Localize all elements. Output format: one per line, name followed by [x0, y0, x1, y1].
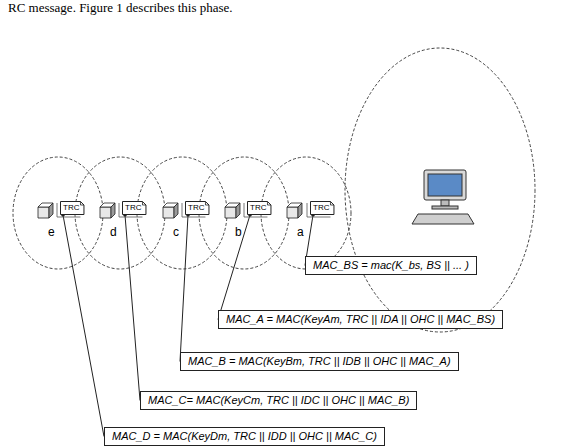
- sensor-cube: [225, 203, 240, 218]
- message-icon: TRC: [185, 201, 209, 215]
- mac-box: MAC_D = MAC(KeyDm, TRC || IDD || OHC || …: [104, 427, 385, 446]
- leader-line: [218, 215, 250, 320]
- node-letter: a: [297, 225, 304, 239]
- node-letter: b: [235, 225, 242, 239]
- message-icon: TRC: [60, 201, 84, 215]
- message-icon: TRC: [122, 201, 146, 215]
- node-text: TRC: [125, 203, 141, 213]
- mac-box: MAC_A = MAC(KeyAm, TRC || IDA || OHC || …: [218, 310, 503, 329]
- node-text: TRC: [313, 203, 329, 213]
- node-letter: e: [48, 225, 55, 239]
- mac-box: MAC_B = MAC(KeyBm, TRC || IDB || OHC || …: [180, 352, 459, 371]
- node-text: TRC: [250, 203, 266, 213]
- message-icon: TRC: [310, 201, 334, 215]
- range-circle: [137, 157, 227, 269]
- node-text: TRC: [188, 203, 204, 213]
- sensor-cube: [38, 203, 53, 218]
- node-text: MAC_D = MAC(KeyDm, TRC || IDD || OHC || …: [112, 430, 377, 443]
- sensor-cube: [163, 203, 178, 218]
- mac-box: MAC_BS = mac(K_bs, BS || ... ): [305, 256, 477, 275]
- node-text: MAC_BS = mac(K_bs, BS || ... ): [313, 259, 469, 272]
- range-circle: [199, 157, 289, 269]
- node-letter: d: [110, 225, 117, 239]
- sensor-cube: [100, 203, 115, 218]
- node-text: MAC_A = MAC(KeyAm, TRC || IDA || OHC || …: [226, 313, 495, 326]
- message-icon: TRC: [247, 201, 271, 215]
- leader-line: [63, 215, 104, 437]
- computer-icon: [412, 170, 474, 224]
- range-circle: [13, 157, 103, 269]
- node-text: MAC_B = MAC(KeyBm, TRC || IDB || OHC || …: [188, 355, 451, 368]
- body-text: RC message. Figure 1 describes this phas…: [8, 0, 233, 15]
- node-text: MAC_C= MAC(KeyCm, TRC || IDC || OHC || M…: [148, 394, 409, 407]
- mac-box: MAC_C= MAC(KeyCm, TRC || IDC || OHC || M…: [140, 391, 417, 410]
- node-letter: c: [173, 225, 179, 239]
- range-circle: [345, 48, 535, 332]
- leader-line: [180, 215, 188, 362]
- leader-line: [125, 215, 140, 401]
- node-text: TRC: [63, 203, 79, 213]
- range-circle: [75, 157, 165, 269]
- range-circle: [261, 157, 351, 269]
- sensor-cube: [287, 203, 302, 218]
